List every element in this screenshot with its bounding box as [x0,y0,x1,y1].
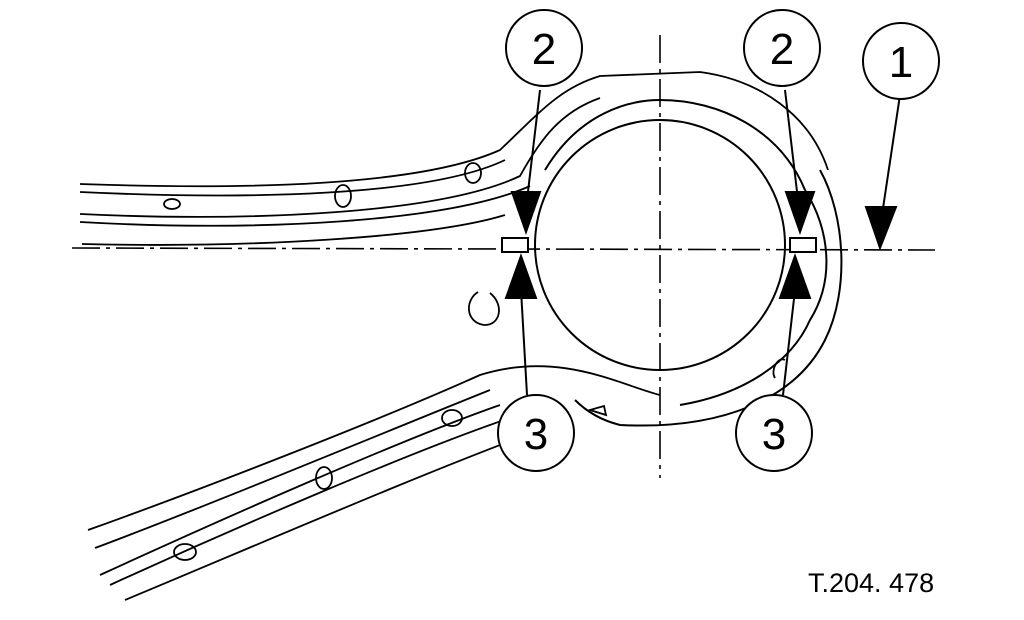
callout-label-3-left: 3 [524,410,548,459]
callout-label-2-right: 2 [770,25,794,74]
callout-circle-1 [862,22,940,100]
callout-label-3-right: 3 [762,410,786,459]
callout-circle-3-right [735,394,813,472]
upper-arm-outline [79,71,829,246]
figure-reference: T.204. 478 [808,568,935,598]
left-tab [501,237,529,253]
bore-circle [534,119,786,371]
callout-label-2-left: 2 [532,25,556,74]
upper-arm-holes [163,162,482,210]
right-tab [789,237,817,253]
lower-arm-holes [173,291,786,561]
callout-circle-3-left [497,394,575,472]
lower-arm-outline [87,365,661,601]
callout-circle-2-right [743,9,821,87]
callout-label-1: 1 [889,38,913,87]
callout-labels: 2 2 1 3 3 [524,25,913,459]
bearing-tabs [501,237,817,253]
leader-arrows [504,89,901,396]
callout-circle-2-left [505,9,583,87]
callout-circles [497,9,940,472]
